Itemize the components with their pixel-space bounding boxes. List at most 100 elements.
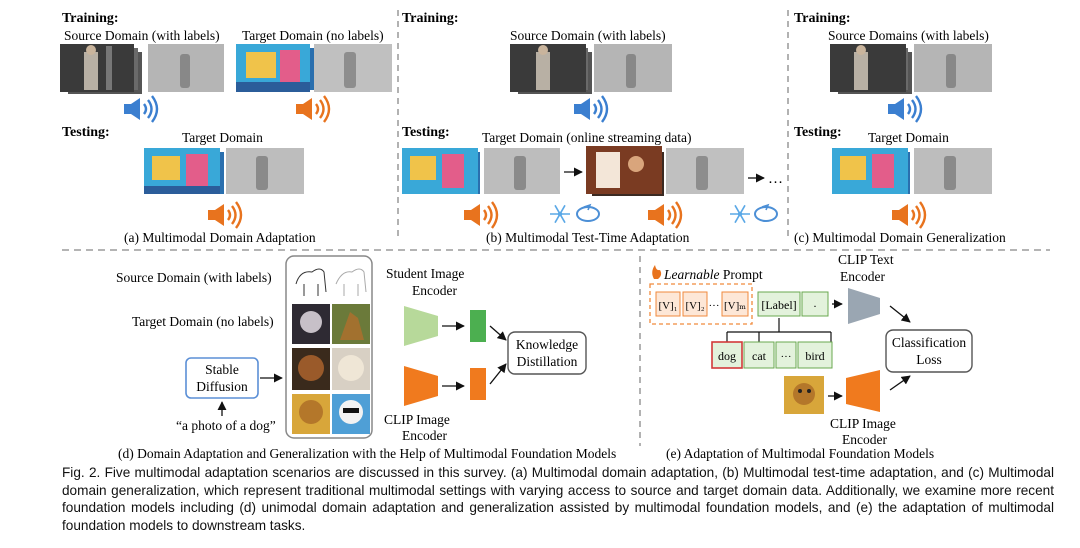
text-encoder-line1: CLIP Text: [838, 252, 894, 267]
panel-d: Source Domain (with labels) Target Domai…: [116, 255, 616, 461]
panel-c-training-label: Training:: [794, 11, 851, 26]
class-bird-text: bird: [805, 349, 824, 363]
test-audio-icon: [206, 200, 243, 230]
knowledge-distillation-box: [507, 331, 587, 375]
panel-a-source-depth-frame: [148, 44, 224, 92]
panel-c-testing-label: Testing:: [794, 125, 842, 140]
image-to-loss-arrow: [889, 375, 911, 391]
panel-a-target-depth-frame: [314, 44, 392, 92]
learnable-prompt-label: Learnable Prompt: [663, 267, 763, 282]
clip-to-kd-arrow: [489, 363, 507, 385]
panel-b-source-depth-frame: [594, 44, 672, 92]
class-cat: [743, 341, 775, 369]
clip-encoder-d-line1: CLIP Image: [384, 412, 450, 427]
text-to-loss-arrow: [889, 305, 911, 323]
stream-audio-icon-2: [646, 200, 683, 230]
class-bird: [797, 341, 833, 369]
prompt-token-1: [655, 291, 681, 317]
stable-diffusion-box: [185, 357, 259, 399]
stream-ellipsis: …: [768, 171, 783, 187]
panel-a-test-label: Target Domain: [182, 130, 263, 145]
panel-b: Training: Source Domain (with labels) Te…: [402, 11, 783, 245]
period-token: [801, 291, 829, 317]
target-audio-icon: [294, 94, 331, 124]
panel-c-source-depth-frame: [914, 44, 992, 92]
figure-caption: Fig. 2. Five multimodal adaptation scena…: [62, 465, 1054, 533]
student-image-encoder: [404, 306, 438, 346]
panel-b-source-audio-icon: [572, 94, 609, 124]
prompt-token-m: [721, 291, 749, 317]
class-dog-text: dog: [718, 349, 736, 363]
kd-line1: Knowledge: [516, 337, 578, 352]
update-icon-1: [576, 204, 600, 222]
panel-d-source-label: Source Domain (with labels): [116, 270, 272, 285]
panel-a-testing-label: Testing:: [62, 125, 110, 140]
stable-diffusion-line1: Stable: [205, 362, 239, 377]
panel-c-source-audio-icon: [886, 94, 923, 124]
source-sketch-images: [292, 260, 370, 300]
clip-image-encoder-e: [846, 370, 880, 412]
target-dog-photos: [292, 304, 370, 344]
prompt-token-1-text: [V]₁: [658, 300, 677, 312]
class-cat-text: cat: [752, 349, 767, 363]
text-encoder-line2: Encoder: [840, 269, 885, 284]
frozen-icon-2: [729, 204, 751, 224]
loss-line2: Loss: [916, 352, 942, 367]
panel-c-test-depth-frame: [914, 148, 992, 194]
panel-a-target-label: Target Domain (no labels): [242, 28, 384, 43]
panel-c-source-label: Source Domains (with labels): [828, 28, 989, 43]
image-collection-box: [285, 255, 373, 439]
label-token: [757, 291, 801, 317]
panel-b-testing-label: Testing:: [402, 125, 450, 140]
panel-a-source-label: Source Domain (with labels): [64, 28, 220, 43]
panel-d-target-label: Target Domain (no labels): [132, 314, 274, 329]
query-dog-image: [784, 376, 824, 414]
figure-canvas: Training: Source Domain (with labels) Ta…: [60, 10, 1050, 461]
student-encoder-line1: Student Image: [386, 266, 464, 281]
period-token-text: .: [814, 296, 817, 310]
class-dog: [711, 341, 743, 369]
prompt-token-2-text: [V]₂: [685, 300, 704, 312]
stable-diffusion-line2: Diffusion: [196, 379, 248, 394]
panel-b-source-video-frames: [510, 44, 592, 94]
clip-image-encoder-d: [404, 366, 438, 406]
source-audio-icon: [122, 94, 159, 124]
panel-c-source-video-frames: [830, 44, 912, 94]
stream-audio-icon-1: [462, 200, 499, 230]
panel-d-caption: (d) Domain Adaptation and Generalization…: [118, 446, 616, 461]
kd-line2: Distillation: [517, 354, 578, 369]
loss-line1: Classification: [892, 335, 966, 350]
panel-c-test-video-frames: [832, 148, 910, 194]
panel-e: Learnable Prompt [V]₁ [V]₂ ··· [V]ₘ [Lab…: [649, 252, 973, 461]
panel-b-test-label: Target Domain (online streaming data): [482, 130, 692, 145]
update-icon-2: [754, 204, 778, 222]
panel-b-training-label: Training:: [402, 11, 459, 26]
label-token-text: [Label]: [761, 298, 796, 312]
class-dots: [775, 341, 797, 369]
clip-image-encoder-e-line1: CLIP Image: [830, 416, 896, 431]
panel-a-training-label: Training:: [62, 11, 119, 26]
generated-dog-images: [292, 348, 370, 434]
learnable-prompt-box: [649, 283, 753, 325]
panel-b-stream-frames-1: [402, 148, 560, 194]
clip-feature: [470, 368, 486, 400]
panel-a-caption: (a) Multimodal Domain Adaptation: [124, 230, 316, 245]
panel-c: Training: Source Domains (with labels) T…: [794, 11, 1006, 245]
panel-a-test-depth-frame: [226, 148, 304, 194]
frozen-icon-1: [549, 204, 571, 224]
student-feature: [470, 310, 486, 342]
student-encoder-line2: Encoder: [412, 283, 457, 298]
panel-a-target-video-frames: [236, 44, 316, 92]
panel-a-source-video-frames: [60, 44, 142, 94]
prompt-token-dots: ···: [709, 300, 720, 312]
student-to-kd-arrow: [489, 325, 507, 341]
class-dots-text: ···: [781, 351, 792, 363]
clip-text-encoder: [848, 288, 880, 324]
prompt-token-2: [682, 291, 708, 317]
flame-icon: [652, 265, 662, 279]
panel-b-caption: (b) Multimodal Test-Time Adaptation: [486, 230, 690, 245]
clip-encoder-d-line2: Encoder: [402, 428, 447, 443]
prompt-token-m-text: [V]ₘ: [724, 300, 746, 312]
panel-c-test-audio-icon: [890, 200, 927, 230]
